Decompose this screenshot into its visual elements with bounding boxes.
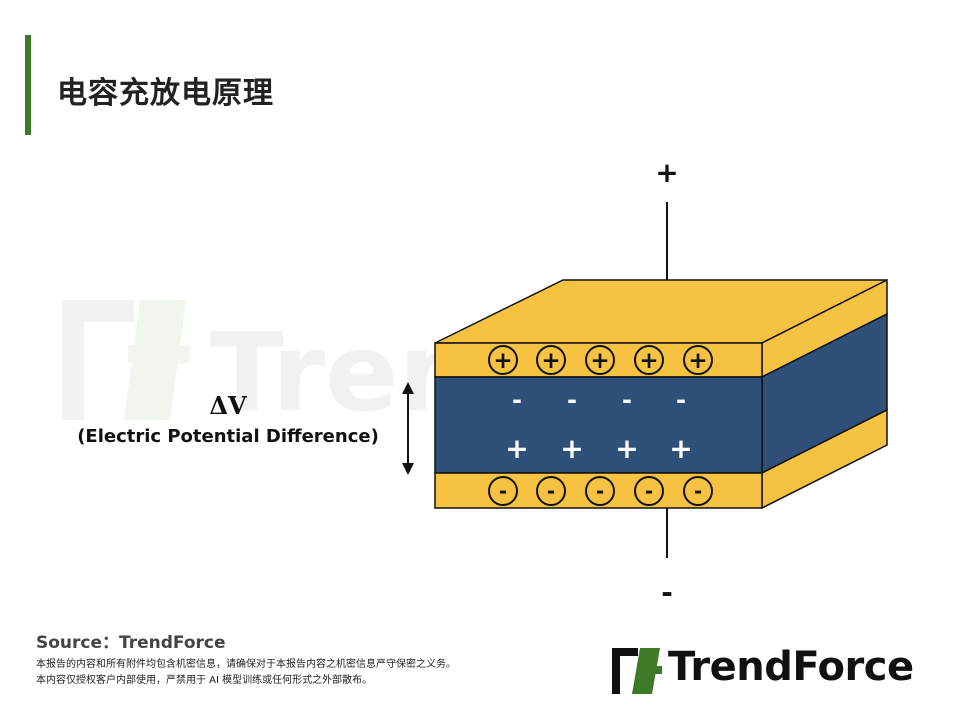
charge-circle <box>488 345 518 375</box>
charge-circle <box>536 476 566 506</box>
source-label: Source：TrendForce <box>36 633 226 653</box>
dielectric-positive-charge: + <box>615 432 638 465</box>
positive-charge: + <box>639 348 658 374</box>
positive-charge: + <box>688 348 707 374</box>
charge-circle <box>536 345 566 375</box>
dielectric-positive-charge: + <box>669 432 692 465</box>
charge-circle <box>585 476 615 506</box>
charge-circle <box>585 345 615 375</box>
dielectric-positive-charge: + <box>505 432 528 465</box>
dielectric-negative-charge: - <box>622 386 632 414</box>
negative-charge: - <box>499 479 507 503</box>
dielectric-negative-charge: - <box>567 386 577 414</box>
watermark-logo-icon <box>62 300 190 420</box>
dielectric-negative-charge: - <box>676 386 686 414</box>
dielectric-positive-charge: + <box>560 432 583 465</box>
page-title: 电容充放电原理 <box>57 76 274 111</box>
negative-charge: - <box>694 479 702 503</box>
trendforce-logo-icon <box>612 648 662 694</box>
positive-charge: + <box>493 348 512 374</box>
potential-difference-arrow <box>402 382 414 475</box>
negative-charge: - <box>596 479 604 503</box>
disclaimer-line: 本报告的内容和所有附件均包含机密信息，请确保对于本报告内容之机密信息严守保密之义… <box>36 659 456 670</box>
potential-difference-label: (Electric Potential Difference) <box>77 426 379 447</box>
charge-circle <box>634 476 664 506</box>
positive-charge: + <box>541 348 560 374</box>
top-plate-charges: + + + + + <box>488 345 713 375</box>
bottom-terminal-label: - <box>661 576 673 609</box>
top-terminal-label: + <box>655 156 678 189</box>
bottom-plate-charges: - - - - - <box>488 476 713 506</box>
positive-charge: + <box>590 348 609 374</box>
charge-circle <box>488 476 518 506</box>
disclaimer-line: 本内容仅授权客户内部使用，严禁用于 AI 模型训练或任何形式之外部散布。 <box>36 675 373 686</box>
disclaimer: 本报告的内容和所有附件均包含机密信息，请确保对于本报告内容之机密信息严守保密之义… <box>36 657 456 689</box>
charge-circle <box>683 345 713 375</box>
charge-circle <box>683 476 713 506</box>
charge-circle <box>634 345 664 375</box>
dielectric-negative-charge: - <box>512 386 522 414</box>
negative-charge: - <box>645 479 653 503</box>
brand-name: TrendForce <box>668 644 914 690</box>
dielectric-front-face <box>434 376 763 474</box>
delta-v-label: ΔV <box>209 391 247 420</box>
dielectric-charges: - - - - + + + + <box>505 386 692 465</box>
negative-charge: - <box>547 479 555 503</box>
title-accent-bar <box>25 35 31 135</box>
